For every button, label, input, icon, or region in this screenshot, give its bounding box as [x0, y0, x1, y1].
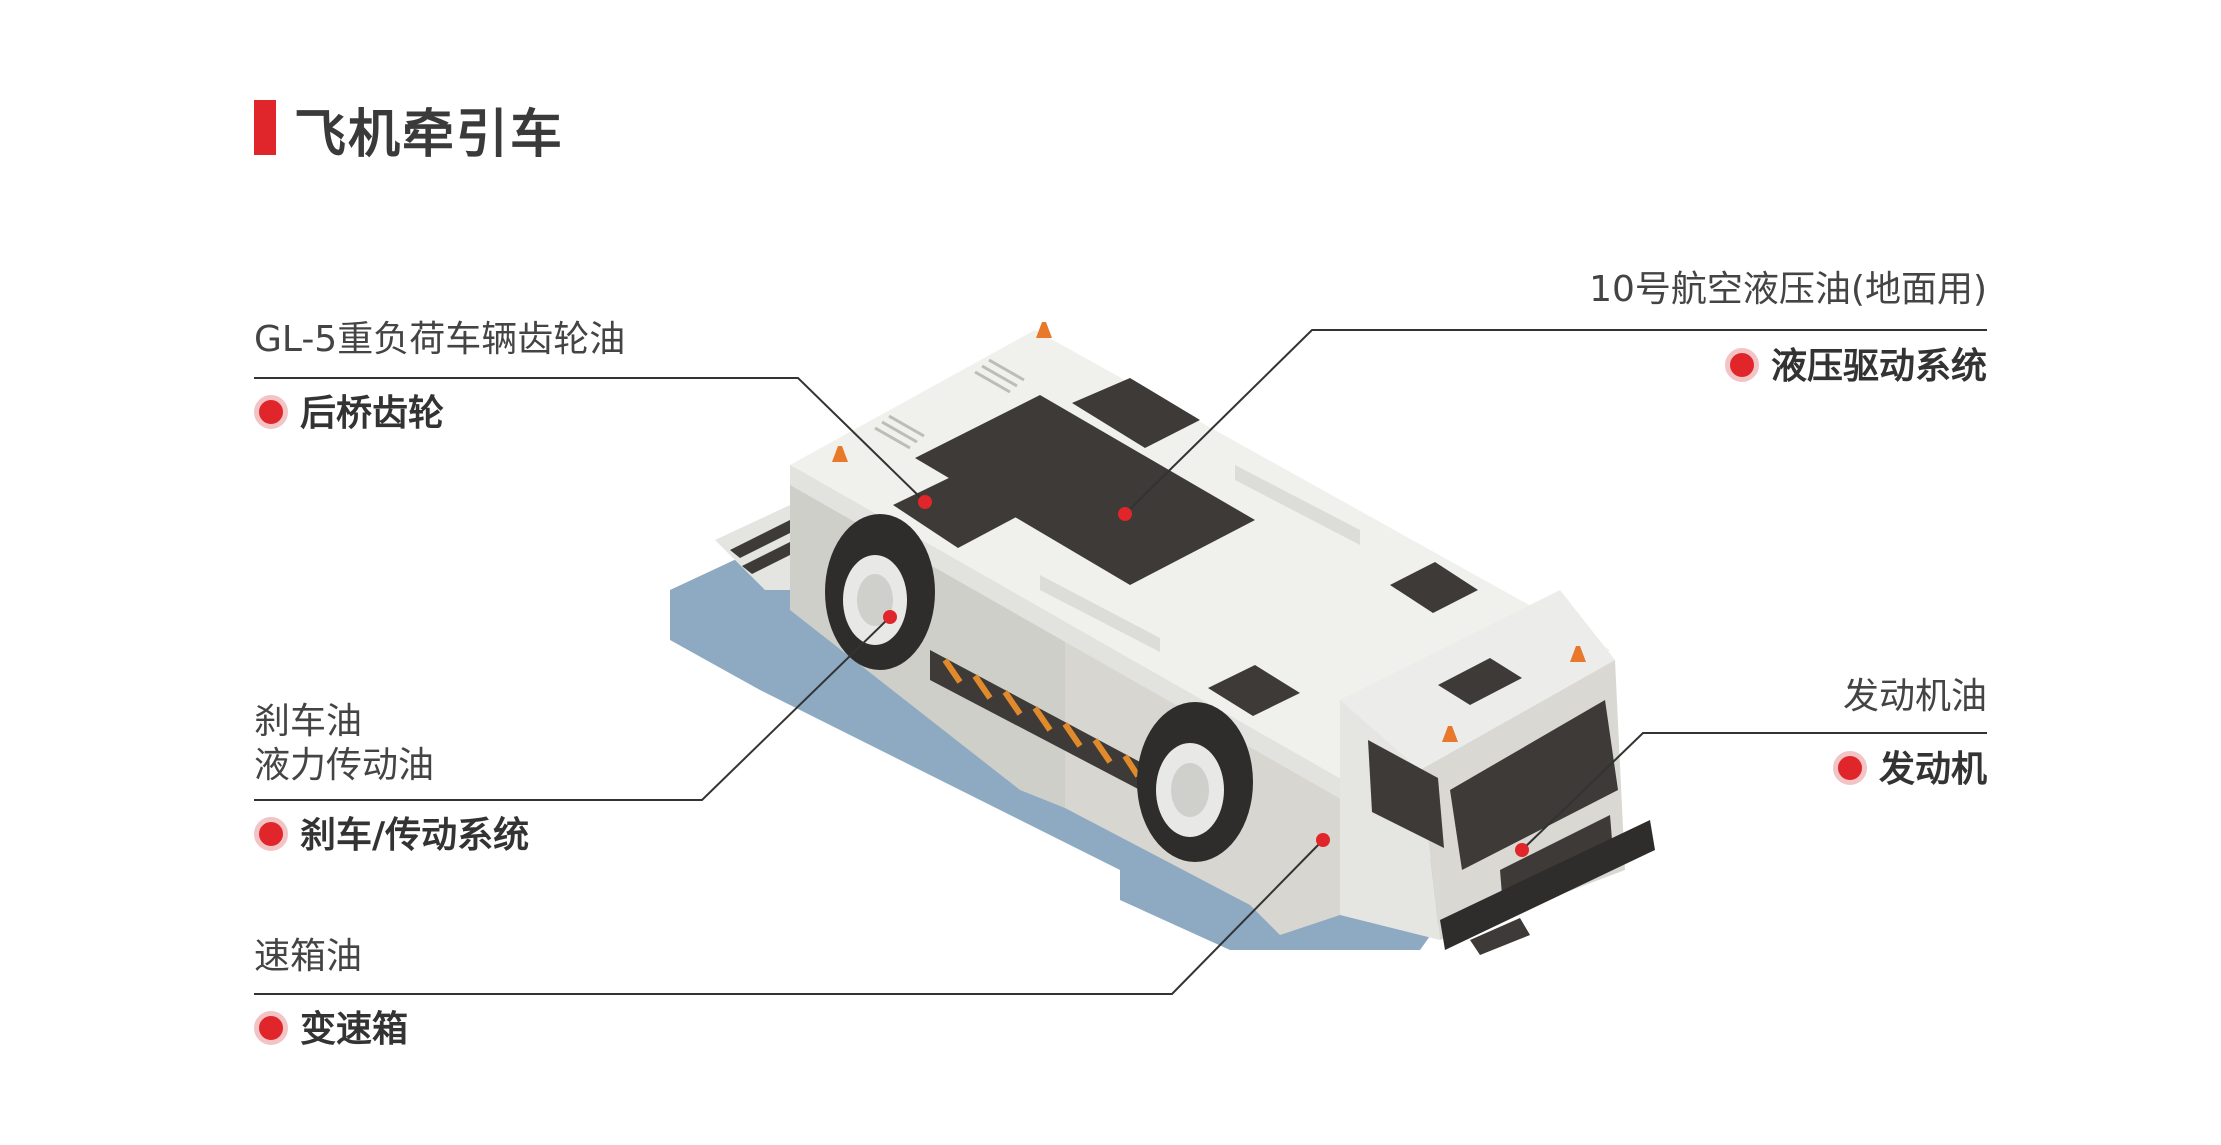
title-accent-bar [254, 100, 276, 155]
hazard-stripes [942, 658, 1141, 778]
top-panel-mid [1390, 562, 1478, 613]
system-label-rear-axle: 后桥齿轮 [254, 392, 444, 436]
marker-engine [1515, 843, 1529, 857]
oil-label-rear-axle: GL-5重负荷车辆齿轮油 [254, 319, 626, 360]
top-panel-small-left [893, 475, 1020, 548]
page-title: 飞机牵引车 [294, 105, 565, 165]
leader-line-rear-axle [254, 377, 926, 503]
oil-label-hydraulic: 10号航空液压油(地面用) [1589, 269, 1987, 310]
top-panel-side [1208, 665, 1300, 716]
red-dot-icon [254, 817, 288, 851]
marker-rear-axle [918, 495, 932, 509]
leader-line-brake [254, 616, 891, 801]
leader-lines [254, 329, 1987, 995]
front-wheel [1137, 702, 1253, 862]
top-panel-rear [1072, 378, 1200, 448]
red-dot-icon [254, 1011, 288, 1045]
red-dot-icon [1832, 751, 1867, 785]
top-panel-large [915, 395, 1255, 585]
oil-label-gearbox: 速箱油 [254, 936, 363, 977]
top-panel-cab [1438, 658, 1522, 705]
oil-label-brake-2: 液力传动油 [254, 745, 435, 786]
marker-gearbox [1316, 833, 1330, 847]
leader-line-engine [1521, 732, 1987, 851]
roof-vents [874, 358, 1025, 450]
marker-brake [883, 610, 897, 624]
red-dot-icon [1724, 348, 1759, 382]
beacon-lights [832, 322, 1586, 742]
system-label-hydraulic: 液压驱动系统 [1724, 345, 1987, 389]
marker-hydraulic [1118, 507, 1132, 521]
system-label-engine: 发动机 [1832, 748, 1987, 792]
leader-line-hydraulic [1124, 329, 1987, 515]
front-bumper [1440, 820, 1655, 950]
oil-label-brake-1: 刹车油 [254, 701, 363, 742]
windshield [1450, 700, 1618, 870]
oil-label-engine: 发动机油 [1842, 676, 1987, 717]
side-window [1368, 740, 1444, 848]
system-label-brake: 刹车/传动系统 [254, 814, 529, 858]
leader-line-gearbox [254, 839, 1324, 995]
marker-dots [883, 495, 1529, 857]
rear-wheel [825, 514, 935, 670]
front-grille [1500, 815, 1612, 895]
system-label-gearbox: 变速箱 [254, 1008, 408, 1052]
red-dot-icon [254, 395, 288, 429]
